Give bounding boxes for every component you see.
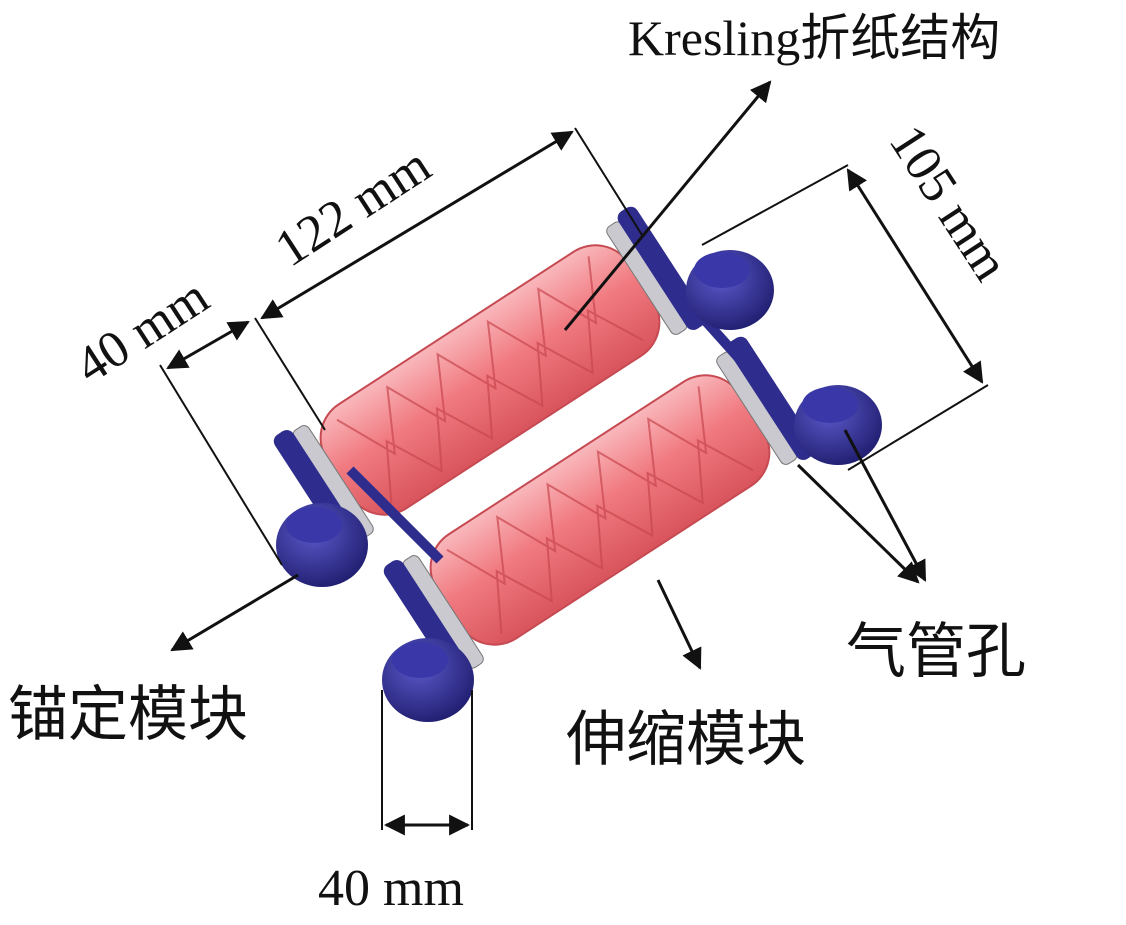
anchor-module-leader [170, 573, 299, 652]
dim-40-left-arrow [166, 320, 250, 370]
telescopic-module-leader [656, 579, 702, 670]
title-label: Kresling折纸结构 [628, 10, 1000, 66]
air-hole-leader-2 [796, 463, 920, 584]
dim-105-label: 105 mm [878, 115, 1019, 290]
lower-end-cap-right [727, 336, 817, 460]
anchor-module-bottom [382, 638, 474, 722]
dim-40-left-ext-outer [159, 364, 283, 566]
anchor-module-label: 锚定模块 [8, 680, 248, 750]
dim-40-bottom-label: 40 mm [318, 860, 464, 917]
anchor-module-left [276, 503, 368, 587]
air-hole-label: 气管孔 [846, 617, 1026, 687]
dim-105-arrow [846, 168, 984, 384]
dim-105-ext-bottom [847, 384, 989, 471]
connector-rod-left [346, 466, 444, 564]
lower-kresling-folds [446, 386, 754, 634]
anchor-module-top-right [686, 250, 774, 330]
dim-122-arrow [260, 130, 574, 320]
anchor-module-right [794, 385, 882, 465]
air-hole-leader-1 [843, 429, 927, 582]
telescopic-module-label: 伸缩模块 [566, 705, 806, 775]
dim-40-left-label: 40 mm [65, 268, 218, 395]
lower-tube [383, 336, 817, 684]
dim-122-ext-left [254, 317, 326, 431]
dim-122-ext-right [574, 127, 643, 236]
dim-122-label: 122 mm [265, 137, 440, 278]
dim-105-ext-top [701, 164, 849, 246]
title-leader [563, 80, 772, 331]
